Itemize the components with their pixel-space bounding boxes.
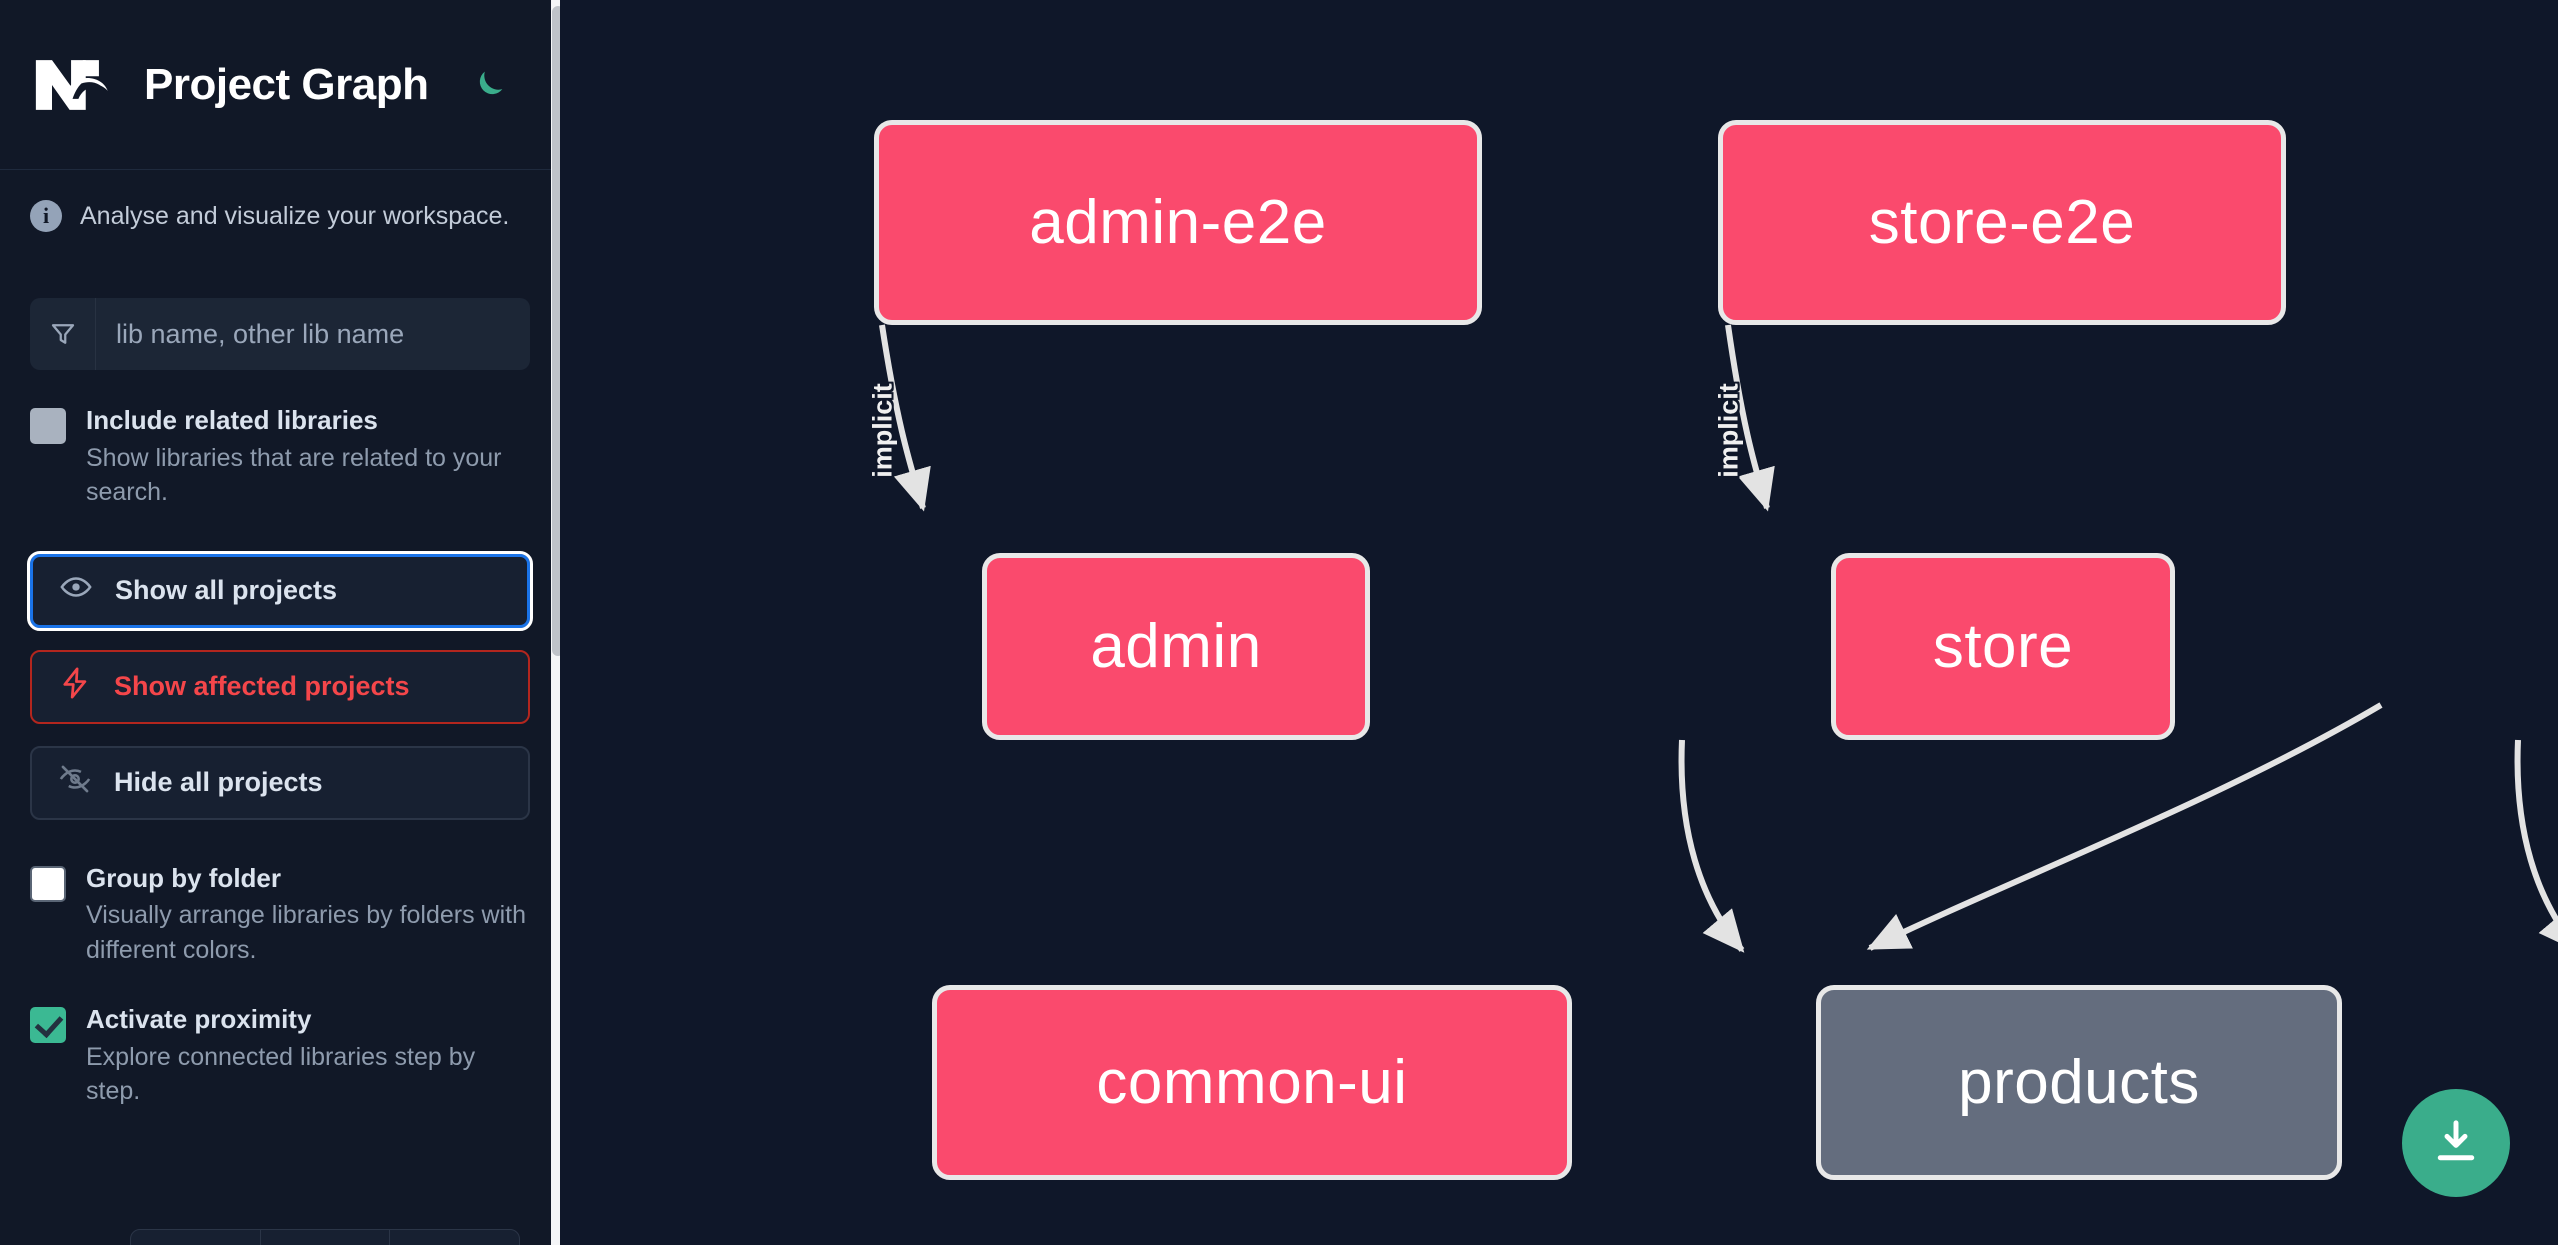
option-title: Group by folder xyxy=(86,862,281,893)
nx-logo-icon xyxy=(30,54,118,116)
graph-node-common-ui[interactable]: common-ui xyxy=(932,985,1572,1180)
proximity-step-increase[interactable] xyxy=(390,1230,519,1245)
graph-canvas[interactable]: admin-e2e store-e2e admin store common-u… xyxy=(560,0,2558,1245)
page-title: Project Graph xyxy=(144,59,429,109)
filter-icon xyxy=(30,298,96,370)
node-label: store-e2e xyxy=(1868,188,2136,257)
eye-off-icon xyxy=(58,762,92,803)
activate-proximity-checkbox[interactable] xyxy=(30,1007,66,1043)
project-visibility-buttons: Show all projects Show affected projects xyxy=(27,550,533,820)
sidebar-scrollbar-thumb[interactable] xyxy=(552,6,560,656)
option-description: Explore connected libraries step by step… xyxy=(86,1042,476,1106)
proximity-step-decrease[interactable] xyxy=(131,1230,261,1245)
sidebar-header: Project Graph xyxy=(0,0,560,170)
hide-all-projects-label: Hide all projects xyxy=(114,767,323,797)
info-circle-icon: i xyxy=(30,200,62,232)
proximity-step-value[interactable] xyxy=(261,1230,391,1245)
option-description: Show libraries that are related to your … xyxy=(86,443,502,507)
workspace-tagline: i Analyse and visualize your workspace. xyxy=(30,170,530,262)
eye-icon xyxy=(59,570,93,611)
edge-label-store-implicit: implicit xyxy=(1713,383,1744,478)
search-input[interactable] xyxy=(96,298,530,370)
node-label: common-ui xyxy=(1096,1048,1408,1117)
download-icon xyxy=(2429,1115,2483,1172)
option-activate-proximity[interactable]: Activate proximity Explore connected lib… xyxy=(30,1003,530,1109)
graph-node-products[interactable]: products xyxy=(1816,985,2342,1180)
group-by-folder-checkbox[interactable] xyxy=(30,865,66,902)
download-graph-button[interactable] xyxy=(2402,1089,2510,1197)
hide-all-projects-button[interactable]: Hide all projects xyxy=(30,745,530,820)
moon-icon[interactable] xyxy=(466,62,512,108)
lightning-icon xyxy=(58,666,92,707)
option-include-related-libraries[interactable]: Include related libraries Show libraries… xyxy=(30,404,530,510)
show-affected-projects-button[interactable]: Show affected projects xyxy=(30,649,530,724)
node-label: products xyxy=(1958,1048,2200,1117)
show-all-projects-button[interactable]: Show all projects xyxy=(27,550,533,631)
graph-node-store[interactable]: store xyxy=(1831,553,2175,740)
search-box[interactable] xyxy=(30,298,530,370)
option-group-by-folder[interactable]: Group by folder Visually arrange librari… xyxy=(30,862,530,968)
option-description: Visually arrange libraries by folders wi… xyxy=(86,901,527,964)
option-title: Activate proximity xyxy=(86,1004,312,1034)
option-title: Include related libraries xyxy=(86,405,378,435)
show-affected-projects-label: Show affected projects xyxy=(114,671,410,701)
sidebar: Project Graph i Analyse and visualize yo… xyxy=(0,0,560,1245)
sidebar-body: i Analyse and visualize your workspace. … xyxy=(0,170,560,1245)
tagline-text: Analyse and visualize your workspace. xyxy=(80,201,510,230)
graph-node-admin[interactable]: admin xyxy=(982,553,1370,740)
node-label: store xyxy=(1932,612,2074,681)
edge-label-admin-implicit: implicit xyxy=(867,383,898,478)
node-label: admin xyxy=(1090,612,1262,681)
show-all-projects-label: Show all projects xyxy=(115,575,338,605)
node-label: admin-e2e xyxy=(1029,188,1327,257)
include-related-libraries-checkbox[interactable] xyxy=(30,408,66,444)
proximity-step-controls[interactable] xyxy=(130,1229,520,1245)
graph-node-store-e2e[interactable]: store-e2e xyxy=(1718,120,2286,325)
graph-node-admin-e2e[interactable]: admin-e2e xyxy=(874,120,1482,325)
